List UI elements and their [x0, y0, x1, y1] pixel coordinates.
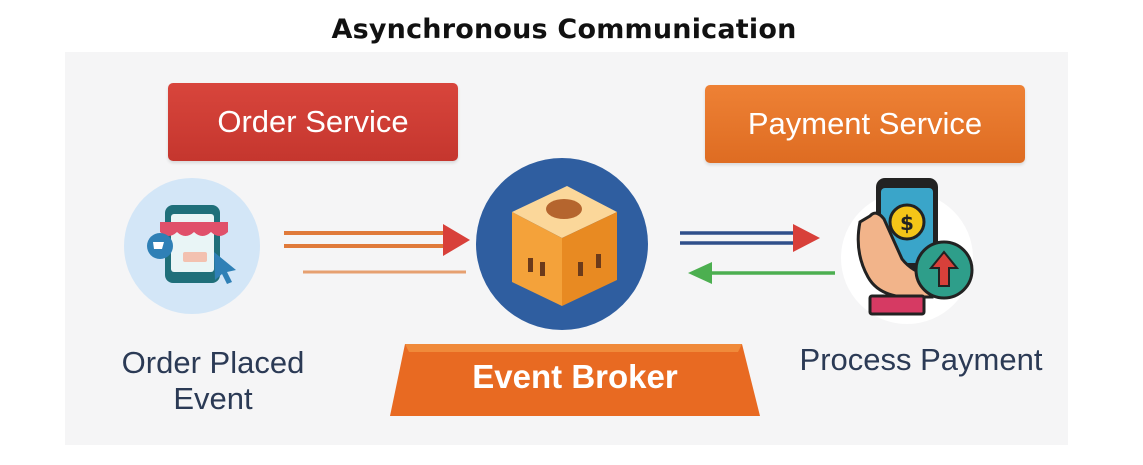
- event-broker-label: Event Broker: [472, 358, 678, 395]
- shop-phone-icon: [124, 178, 260, 314]
- box-icon: [476, 158, 648, 330]
- payment-service-text: Payment Service: [747, 106, 983, 141]
- order-placed-caption: Order Placed Event: [98, 345, 328, 417]
- order-caption-line1: Order Placed: [121, 345, 305, 380]
- order-caption-line2: Event: [173, 381, 253, 416]
- payment-service-label: Payment Service: [705, 85, 1025, 163]
- svg-text:$: $: [900, 211, 914, 235]
- payment-phone-icon: $: [841, 178, 974, 324]
- order-service-text: Order Service: [217, 104, 409, 139]
- process-payment-caption: Process Payment: [799, 342, 1043, 377]
- order-service-label: Order Service: [168, 83, 458, 161]
- order-to-broker-arrows: [284, 224, 470, 274]
- event-broker-banner: [390, 344, 760, 416]
- page-title: Asynchronous Communication: [331, 14, 797, 45]
- broker-payment-arrows: [680, 224, 835, 284]
